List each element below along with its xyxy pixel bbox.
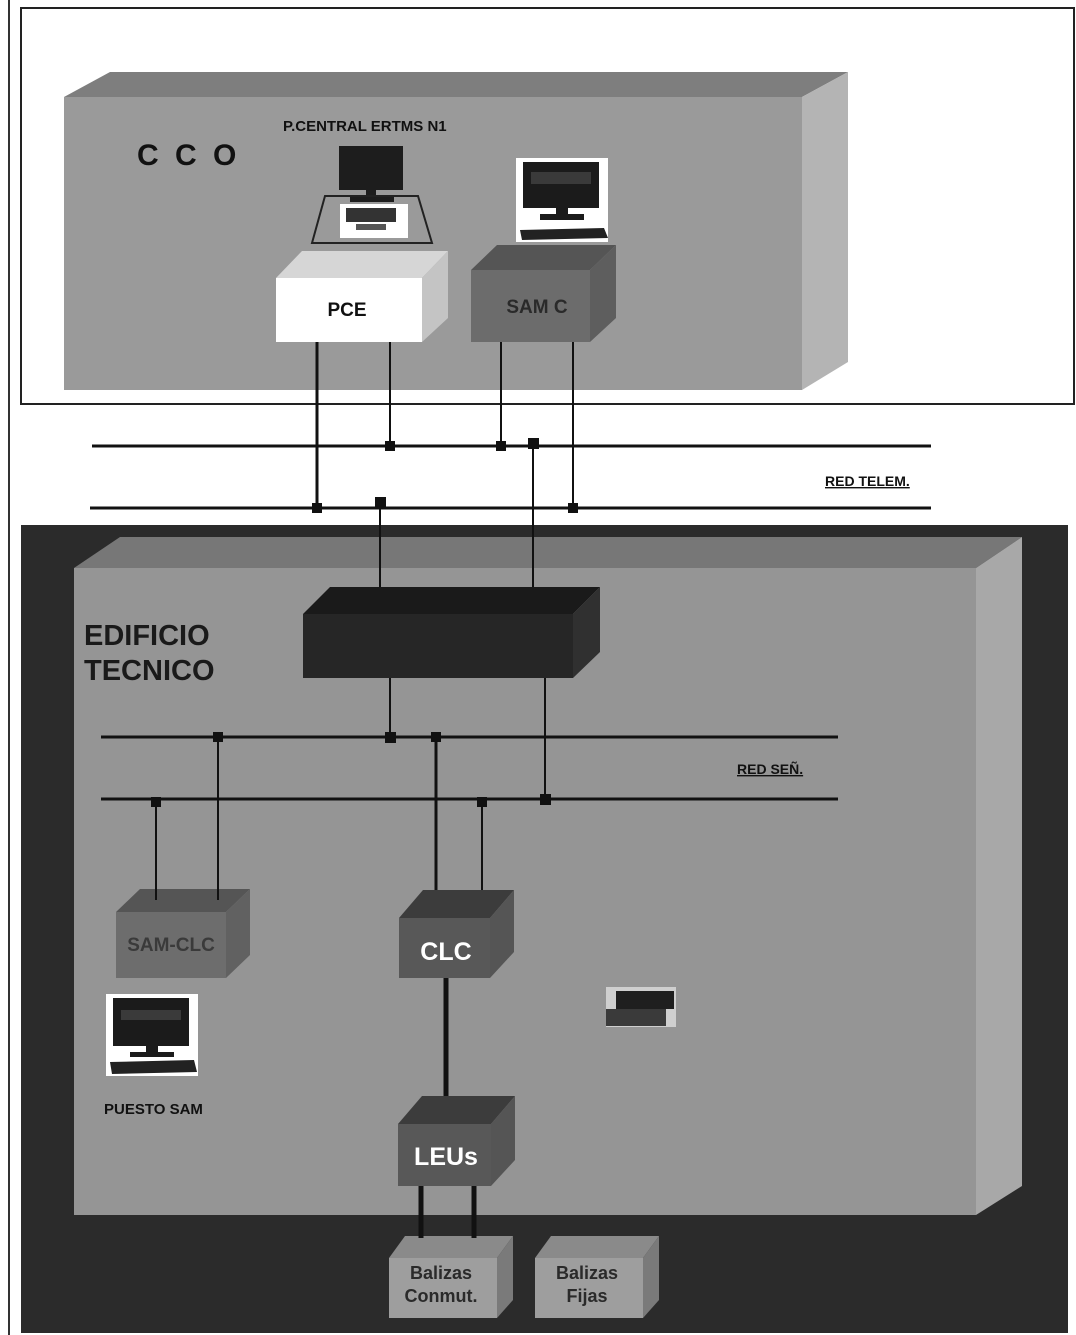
workstation-label: P.CENTRAL ERTMS N1 xyxy=(283,118,447,135)
junction-node xyxy=(375,497,386,508)
red-senal-label: RED SEÑ. xyxy=(737,760,803,777)
red-telem-label: RED TELEM. xyxy=(825,473,910,489)
edificio-title-line1: EDIFICIO xyxy=(84,620,210,652)
balizas-conmut-line2: Conmut. xyxy=(405,1286,478,1306)
pce-label: PCE xyxy=(327,300,366,321)
junction-node xyxy=(385,441,395,451)
samc-box: SAM C xyxy=(471,245,616,342)
cco-box-top xyxy=(64,72,848,97)
junction-node xyxy=(477,797,487,807)
central-workstation-icon xyxy=(310,146,434,244)
balizas-conmut-box: Balizas Conmut. xyxy=(389,1236,513,1318)
pce-box: PCE xyxy=(276,251,448,342)
junction-node xyxy=(385,732,396,743)
junction-node xyxy=(213,732,223,742)
puesto-sam-workstation-icon xyxy=(106,994,198,1076)
cco-title: C C O xyxy=(137,139,240,172)
junction-node xyxy=(312,503,322,513)
junction-node xyxy=(496,441,506,451)
edificio-box-top xyxy=(74,537,1022,568)
clc-box: CLC xyxy=(399,890,514,978)
edificio-box-side xyxy=(976,537,1022,1215)
balizas-conmut-line1: Balizas xyxy=(410,1263,472,1283)
clc-label: CLC xyxy=(420,938,471,966)
junction-node xyxy=(151,797,161,807)
samc-label: SAM C xyxy=(506,297,568,318)
leus-label: LEUs xyxy=(414,1143,478,1171)
samc-workstation-icon xyxy=(516,158,608,242)
junction-nodes xyxy=(151,438,578,807)
puesto-sam-label: PUESTO SAM xyxy=(104,1101,203,1118)
sam-clc-box: SAM-CLC xyxy=(116,889,250,978)
junction-node xyxy=(540,794,551,805)
junction-node xyxy=(528,438,539,449)
edificio-title-line2: TECNICO xyxy=(84,655,215,687)
small-device-icon xyxy=(606,987,676,1027)
balizas-fijas-line2: Fijas xyxy=(566,1286,607,1306)
edificio-section: EDIFICIO TECNICO SAM-CLC CLC LEUs xyxy=(21,525,1068,1333)
junction-node xyxy=(568,503,578,513)
cco-box-side xyxy=(802,72,848,390)
cco-section: C C O P.CENTRAL ERTMS N1 PCE xyxy=(20,7,1075,405)
network-lines xyxy=(90,342,931,1238)
network-switch-box xyxy=(303,587,600,678)
junction-node xyxy=(431,732,441,742)
balizas-fijas-box: Balizas Fijas xyxy=(535,1236,659,1318)
balizas-fijas-line1: Balizas xyxy=(556,1263,618,1283)
leus-box: LEUs xyxy=(398,1096,515,1186)
sam-clc-label: SAM-CLC xyxy=(127,935,215,956)
